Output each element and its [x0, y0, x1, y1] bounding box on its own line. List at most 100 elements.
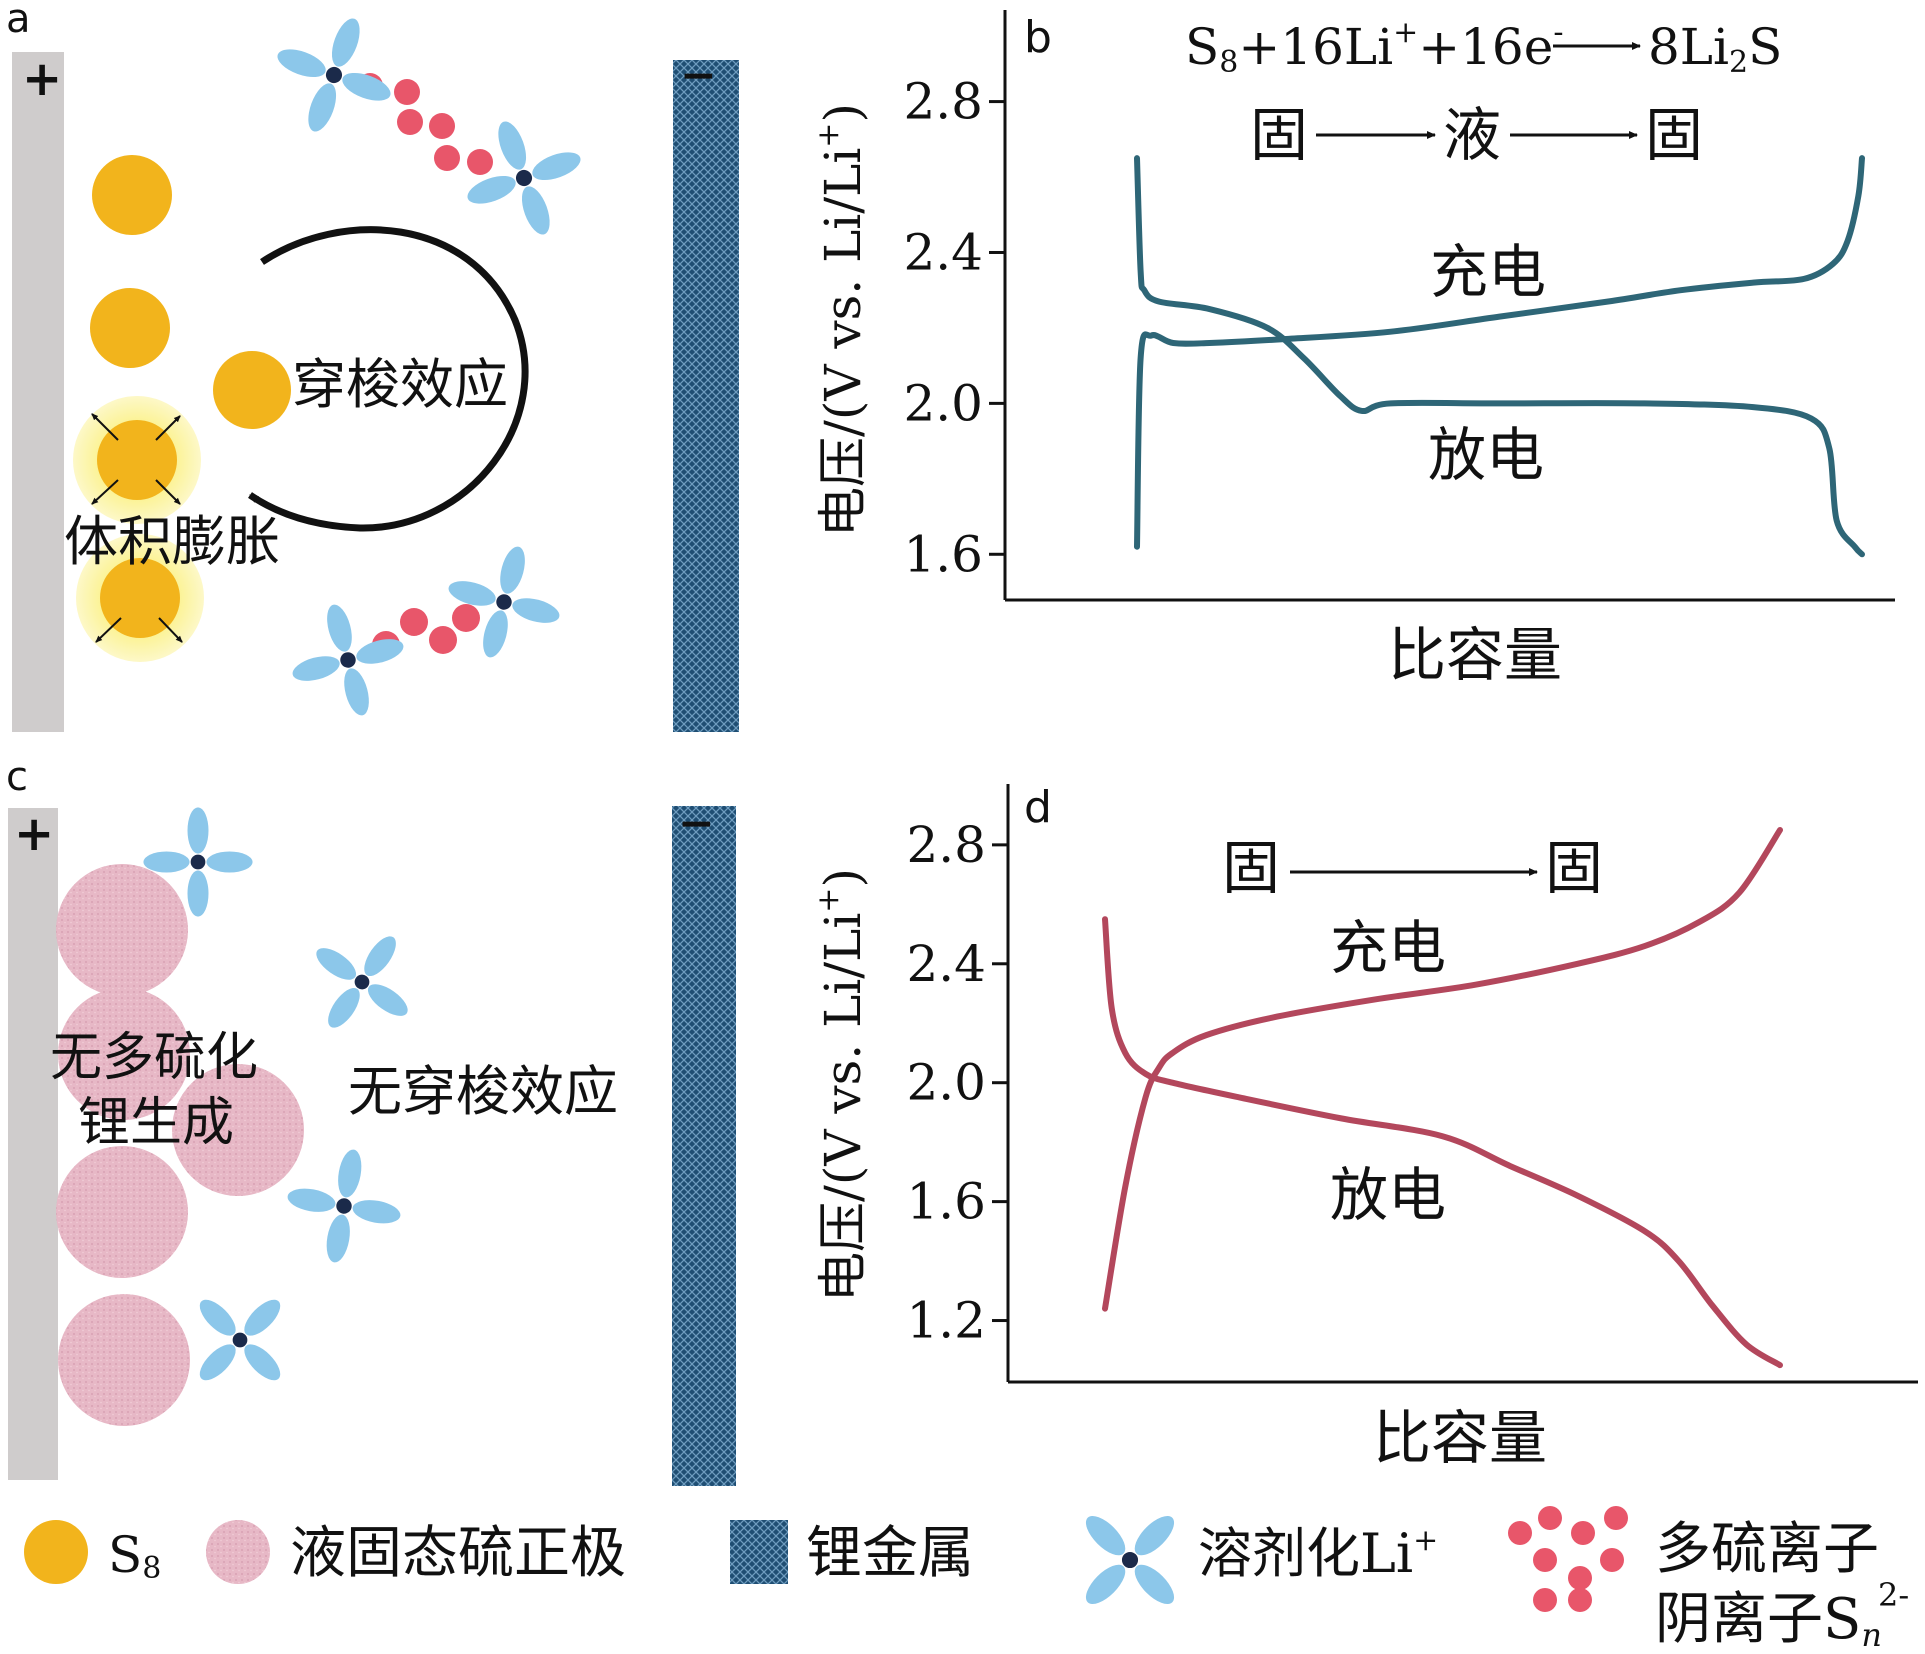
solvated-li-icon	[199, 1299, 281, 1381]
legend-s8-text: S	[108, 1526, 142, 1584]
sulfur-cathode-particle	[56, 1146, 188, 1278]
series-line-放电	[1102, 916, 1783, 1369]
panel-c: c + − 无多硫化 锂生成 无穿梭效应	[6, 754, 736, 1486]
panel-label-c: c	[6, 754, 28, 800]
shuttle-arrow	[248, 226, 529, 532]
reaction-equation: S8+16Li++16e-	[1185, 15, 1563, 80]
sulfur-cathode-particle	[56, 864, 188, 996]
y-axis-label: 电压/(V vs. Li/Li+)	[811, 868, 872, 1302]
sulfur-cathode-particle	[172, 1064, 304, 1196]
negative-sign: −	[678, 798, 715, 849]
no-shuttle-effect-label: 无穿梭效应	[348, 1060, 618, 1123]
series-line-充电	[1102, 827, 1783, 1312]
chart-d: d 固 固 充电 放电 电压/(V vs. Li/Li+) 比容量 2.82.4…	[811, 782, 1918, 1472]
chart-b: b S8+16Li++16e- 8Li2S 固 液 固 充电 放电 电压/(V …	[811, 10, 1895, 689]
positive-current-collector	[8, 808, 58, 1480]
sulfur-cathode-particle	[58, 988, 190, 1120]
y-ticks: 2.82.42.01.61.2	[906, 816, 1008, 1350]
legend-lithium-swatch	[730, 1520, 788, 1584]
panel-a: a + − 穿梭效应 体积膨胀	[6, 0, 739, 732]
reaction-li: +16Li	[1238, 18, 1393, 76]
positive-current-collector	[12, 52, 64, 732]
reaction-li2s-sub: 2	[1729, 45, 1748, 80]
legend-s8-swatch	[24, 1520, 88, 1584]
solvated-li-icon	[292, 604, 404, 716]
y-axis-label-sup: +	[811, 123, 846, 148]
phase-solid-1: 固	[1222, 834, 1280, 902]
solvated-li-icon	[287, 1149, 401, 1263]
legend-polysulfide-swatch	[1508, 1506, 1628, 1612]
positive-sign: +	[14, 806, 54, 862]
x-axis-label: 比容量	[1388, 621, 1562, 689]
discharge-label: 放电	[1330, 1161, 1446, 1229]
y-tick-label: 2.8	[903, 73, 983, 131]
series-line-放电	[1134, 155, 1865, 558]
phase-solid-1: 固	[1250, 101, 1308, 169]
s8-particle	[92, 155, 172, 235]
reaction-product: 8Li2S	[1648, 18, 1782, 80]
chart-lines	[1102, 827, 1783, 1369]
solvated-li-icon	[1085, 1515, 1175, 1605]
legend-lithium-label: 锂金属	[806, 1521, 974, 1586]
phase-solid-2: 固	[1645, 101, 1703, 169]
liquid-solid-sulfur-cathode-particles	[56, 864, 304, 1426]
reaction-li-sup: +	[1393, 15, 1418, 50]
panel-label-d: d	[1024, 782, 1052, 833]
phase-liquid: 液	[1443, 101, 1501, 169]
reaction-e: +16e	[1418, 18, 1553, 76]
series-line-充电	[1134, 155, 1865, 550]
y-tick-label: 2.0	[903, 374, 983, 432]
phase-solid-2: 固	[1545, 834, 1603, 902]
shuttle-effect-label: 穿梭效应	[292, 353, 508, 416]
s8-particle	[90, 288, 170, 368]
reaction-li2s: 8Li	[1648, 18, 1729, 76]
solvated-li-icon	[448, 546, 560, 658]
positive-sign: +	[22, 51, 62, 107]
discharge-label: 放电	[1428, 421, 1544, 489]
no-polysulfide-label-line2: 锂生成	[78, 1093, 234, 1153]
chart-lines	[1134, 155, 1865, 558]
charge-label: 充电	[1330, 914, 1446, 982]
legend-solvated-text: 溶剂化Li	[1198, 1522, 1413, 1585]
reaction-s8-sub: 8	[1219, 45, 1238, 80]
s8-particle	[213, 351, 291, 429]
x-axis-label: 比容量	[1373, 1404, 1547, 1472]
lithium-metal-anode	[673, 60, 739, 732]
y-axis-label-end: )	[814, 868, 872, 888]
legend-poly-prefix: 阴离子S	[1655, 1587, 1861, 1652]
reaction-e-sup: -	[1553, 15, 1563, 50]
sulfur-cathode-particle	[58, 1294, 190, 1426]
panel-label-a: a	[6, 0, 31, 42]
solvated-li-clusters	[143, 18, 581, 1381]
y-tick-label: 2.0	[906, 1054, 986, 1112]
y-axis-label: 电压/(V vs. Li/Li+)	[811, 103, 872, 537]
y-ticks: 2.8 2.4 2.0 1.6	[903, 73, 1005, 583]
legend-polysulfide-label-line1: 多硫离子	[1655, 1517, 1879, 1582]
y-tick-label: 1.6	[903, 525, 983, 583]
legend-poly-sub: n	[1861, 1616, 1882, 1654]
solvated-li-icon	[143, 807, 253, 917]
panel-label-b: b	[1024, 12, 1052, 63]
charge-label: 充电	[1430, 238, 1546, 306]
legend-polysulfide-label-line2: 阴离子Sn2-	[1655, 1576, 1909, 1654]
solvated-li-icon	[277, 18, 391, 132]
y-tick-label: 1.2	[906, 1292, 986, 1350]
y-tick-label: 1.6	[906, 1173, 986, 1231]
y-axis-label-main: 电压/(V vs. Li/Li	[814, 148, 872, 537]
y-tick-label: 2.8	[906, 816, 986, 874]
expansion-arrows	[91, 413, 183, 643]
no-polysulfide-label-line1: 无多硫化	[50, 1028, 258, 1088]
legend-poly-sup: 2-	[1878, 1576, 1909, 1614]
negative-sign: −	[680, 50, 717, 101]
legend-solvated-sup: +	[1413, 1523, 1438, 1558]
y-tick-label: 2.4	[903, 223, 983, 281]
legend-cathode-label: 液固态硫正极	[290, 1521, 626, 1586]
solvated-li-icon	[467, 121, 581, 235]
legend: S8 液固态硫正极 锂金属 溶剂化Li+ 多硫离子 阴离子Sn2-	[24, 1506, 1909, 1654]
y-axis-label-main: 电压/(V vs. Li/Li	[814, 913, 872, 1302]
y-axis-label-sup: +	[811, 888, 846, 913]
legend-cathode-swatch	[206, 1520, 270, 1584]
legend-solvated-swatch	[1085, 1515, 1175, 1605]
solvated-li-icon	[316, 936, 408, 1028]
